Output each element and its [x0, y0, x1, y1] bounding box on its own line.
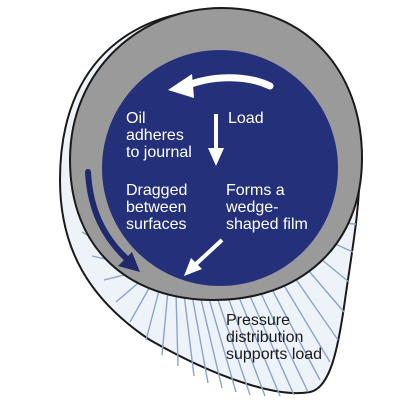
load-arrowhead	[208, 148, 224, 166]
label-oil-adheres: Oil adheres to journal	[126, 110, 192, 161]
rotation-arrow	[182, 74, 274, 90]
label-dragged: Dragged between surfaces	[126, 182, 188, 233]
label-pressure: Pressure distribution supports load	[226, 312, 323, 363]
label-load: Load	[228, 110, 264, 127]
wedge-arrow	[194, 238, 224, 266]
journal	[102, 50, 338, 286]
rotation-arrowhead	[168, 74, 194, 98]
wedge-arrowhead	[184, 258, 202, 276]
drag-arrow	[85, 169, 131, 263]
label-wedge: Forms a wedge- shaped film	[226, 182, 308, 233]
drag-arrowhead	[118, 252, 140, 272]
